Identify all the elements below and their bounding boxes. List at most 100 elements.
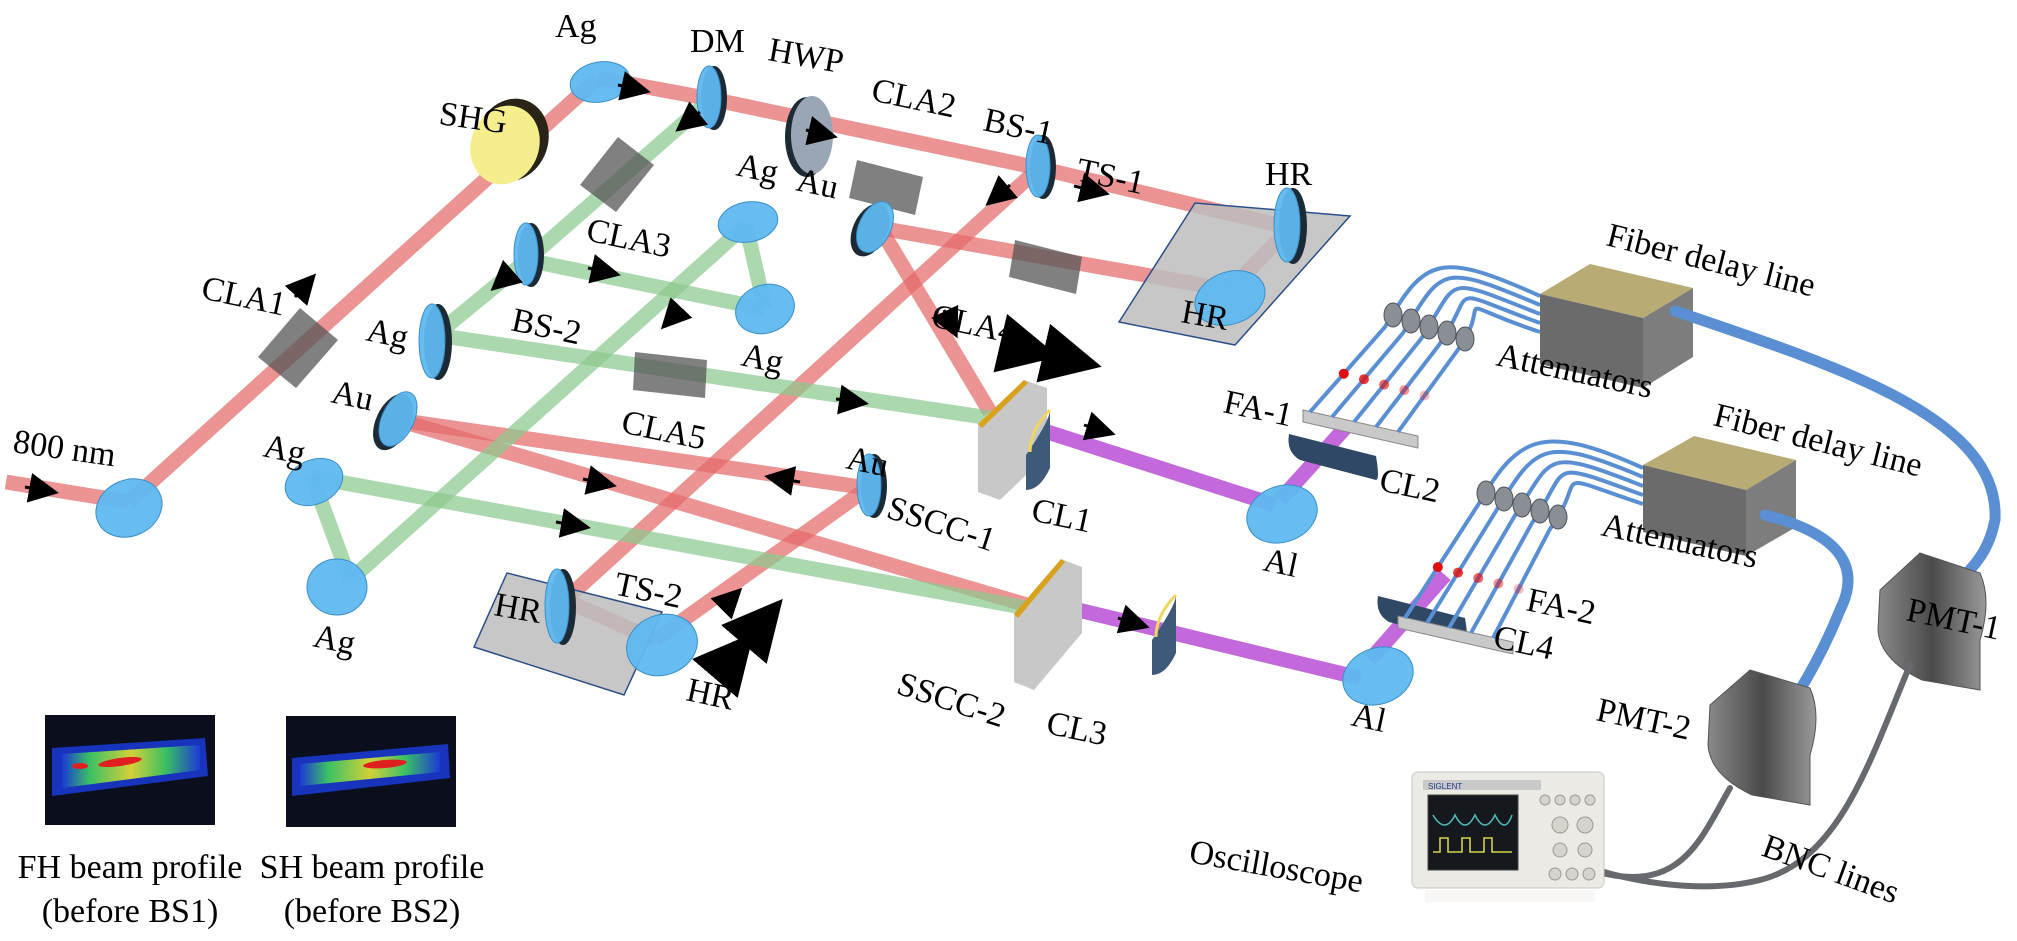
- label-hr-ts1-bottom: HR: [1179, 293, 1232, 338]
- fiber-arrays: [1302, 409, 1514, 655]
- mirror-hr-ts1-bottom: [1194, 270, 1266, 326]
- label-sscc2: SSCC-2: [893, 665, 1010, 735]
- fibers-group-2: [1403, 439, 1644, 639]
- fh-beam-profile-image: [45, 715, 215, 825]
- beam-direction-arrows: [24, 71, 1150, 634]
- beam-sscc2-to-al: [1043, 594, 1362, 686]
- caption-sh-line1: SH beam profile: [260, 849, 485, 886]
- label-cl1: CL1: [1028, 492, 1095, 541]
- label-al-2: Al: [1348, 697, 1389, 740]
- fibers-group-1: [1308, 265, 1541, 434]
- mirror-dm: [696, 65, 727, 130]
- mirror-hr-ts2-left: [544, 568, 576, 645]
- fa1-array: [1302, 409, 1419, 449]
- laser-spot-icon: [1513, 583, 1524, 594]
- pmt-2: [1707, 669, 1817, 806]
- attenuator-icon: [1437, 320, 1457, 346]
- cla3: [580, 137, 654, 212]
- mirror-au-right: [856, 453, 887, 518]
- cla-blocks: [258, 137, 1082, 398]
- mirror-au-top: [850, 201, 894, 257]
- laser-spot-icon: [1358, 374, 1369, 385]
- attenuator-icon: [1512, 492, 1532, 518]
- mirror-bs2: [513, 222, 544, 287]
- label-shg: SHG: [437, 95, 510, 141]
- label-hr-ts1-top: HR: [1265, 156, 1313, 193]
- label-au-left: Au: [328, 374, 376, 419]
- label-oscilloscope: Oscilloscope: [1187, 833, 1366, 900]
- caption-fh-line1: FH beam profile: [18, 849, 243, 886]
- cla2: [849, 160, 923, 215]
- beam-sscc1-to-al: [1007, 412, 1278, 513]
- label-cla3: CLA3: [583, 212, 674, 266]
- attenuator-icon: [1494, 486, 1514, 512]
- label-al-1: Al: [1260, 542, 1301, 585]
- label-bnc-lines: BNC lines: [1757, 828, 1904, 912]
- attenuator-icon: [1401, 308, 1421, 334]
- mirror-bs1: [1025, 134, 1056, 199]
- sh-ag-to-ag-bottom: [344, 219, 752, 586]
- label-bs1: BS-1: [980, 102, 1056, 153]
- label-ag-low: Ag: [260, 428, 308, 473]
- label-ag-top: Ag: [555, 8, 597, 45]
- mirror-ag-mid-low: [735, 283, 795, 335]
- attenuator-icon: [1455, 326, 1475, 352]
- oscilloscope-device: SIGLENT: [1411, 771, 1605, 902]
- cl1-lens: [1026, 410, 1050, 490]
- label-ts1: TS-1: [1073, 152, 1147, 202]
- label-au-top: Au: [793, 162, 841, 207]
- pmt-1: [1877, 552, 1987, 691]
- label-dm: DM: [690, 23, 745, 60]
- label-ag-bottom: Ag: [310, 618, 358, 663]
- attenuator-icon: [1419, 314, 1439, 340]
- laser-spot-icon: [1473, 573, 1484, 584]
- cla5: [633, 352, 707, 398]
- label-hr-ts2-right: HR: [683, 672, 737, 718]
- stage-move-arrows: [692, 313, 1102, 698]
- cla4: [1009, 240, 1082, 294]
- laser-spot-icon: [1419, 390, 1430, 401]
- scope-brand: SIGLENT: [1428, 782, 1462, 791]
- label-ag-mid-low: Ag: [738, 337, 786, 382]
- label-cla1: CLA1: [198, 270, 289, 324]
- label-ag-left: Ag: [363, 312, 411, 357]
- laser-spot-icon: [1453, 567, 1464, 578]
- cl3-lens: [1152, 595, 1176, 675]
- label-ag-mid: Ag: [733, 147, 781, 192]
- sh-beam-profile-image: [286, 716, 456, 827]
- label-cl4: CL4: [1490, 619, 1557, 668]
- cla1: [258, 308, 338, 388]
- fiber-to-pmt2: [1759, 509, 1854, 696]
- cl2-lens: [1288, 434, 1378, 480]
- fiber-to-pmt1: [1669, 305, 2001, 581]
- mirror-al-1: [1246, 484, 1318, 544]
- label-cl2: CL2: [1376, 462, 1443, 511]
- mirror-al-2: [1342, 646, 1414, 706]
- fa2-array: [1397, 615, 1514, 655]
- label-800nm: 800 nm: [11, 423, 118, 474]
- bnc-line-pmt1: [1594, 662, 1913, 890]
- mirror-ag-low: [284, 457, 344, 507]
- label-cla2: CLA2: [868, 72, 959, 126]
- mirror-input: [95, 478, 163, 538]
- attenuator-icon: [1476, 480, 1496, 506]
- label-pmt2: PMT-2: [1593, 692, 1694, 748]
- laser-spot-icon: [1338, 368, 1349, 379]
- sh-ag-to-sscc2: [310, 469, 1029, 616]
- fiber-delay-line-2: [1643, 436, 1796, 556]
- mirror-ag-left: [418, 303, 452, 380]
- laser-spot-icon: [1493, 578, 1504, 589]
- caption-sh-line2: (before BS2): [284, 893, 461, 930]
- caption-fh-line2: (before BS1): [42, 893, 219, 930]
- label-fa2: FA-2: [1523, 582, 1598, 633]
- mirror-ag-bottom: [306, 558, 368, 616]
- bnc-line-pmt2: [1582, 785, 1733, 880]
- label-fa1: FA-1: [1220, 384, 1295, 435]
- label-au-right: Au: [843, 440, 891, 485]
- attenuator-icon: [1383, 302, 1403, 328]
- laser-spot-icon: [1399, 385, 1410, 396]
- mirror-au-left: [373, 391, 418, 451]
- mirror-ag-mid: [717, 201, 779, 243]
- sh-ag-left-to-sscc1: [434, 327, 992, 426]
